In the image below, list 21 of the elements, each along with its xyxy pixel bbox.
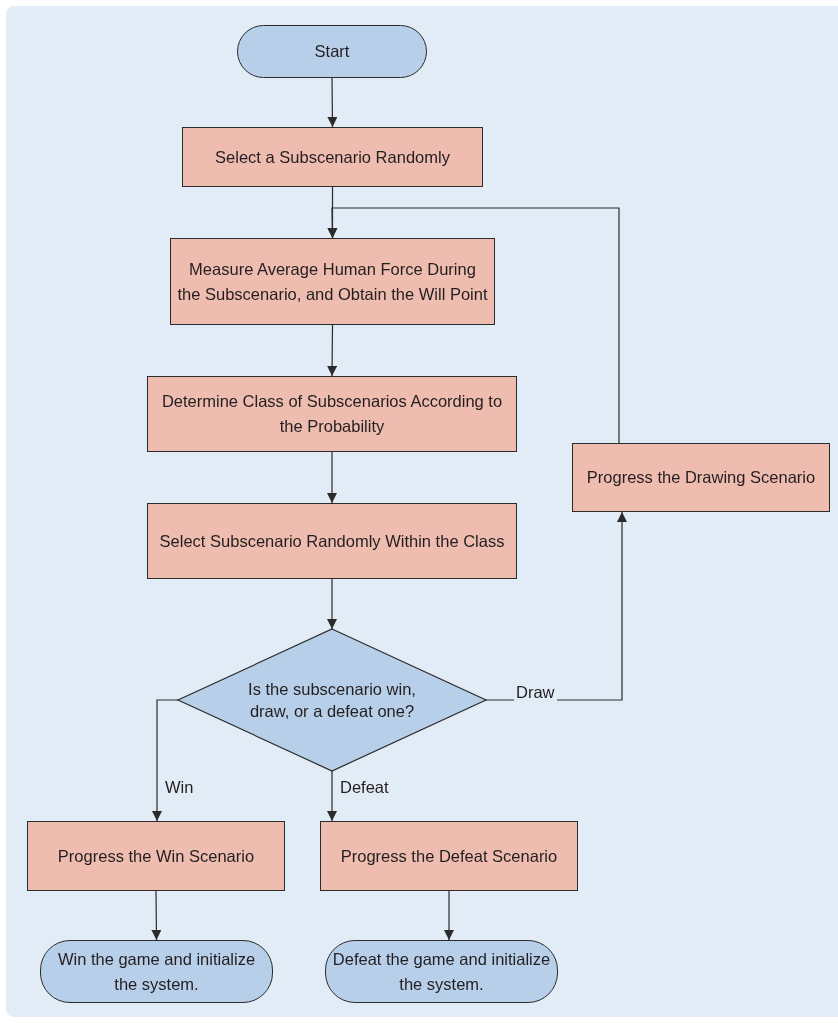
arrow xyxy=(444,890,454,941)
arrow xyxy=(151,890,162,941)
end-terminal: Win the game and initialize the system. xyxy=(40,940,273,1003)
arrow xyxy=(327,77,338,128)
process-box: Select Subscenario Randomly Within the Class xyxy=(147,503,517,579)
process-box: Progress the Drawing Scenario xyxy=(572,443,830,512)
process-box: Determine Class of Subscenarios According to the Probability xyxy=(147,376,517,452)
arrow xyxy=(327,770,337,822)
decision-diamond: Is the subscenario win, draw, or a defeat one? xyxy=(178,629,486,771)
process-box: Select a Subscenario Randomly xyxy=(182,127,483,187)
process-box: Measure Average Human Force During the Subscenario, and Obtain the Will Point xyxy=(170,238,495,325)
process-box: Progress the Win Scenario xyxy=(27,821,285,891)
arrow xyxy=(327,578,337,630)
arrow xyxy=(327,324,338,377)
edge-label: Draw xyxy=(514,683,557,703)
start-terminal: Start xyxy=(237,25,427,78)
arrow xyxy=(152,699,179,822)
arrow xyxy=(327,451,337,504)
end-terminal: Defeat the game and initialize the system. xyxy=(325,940,558,1003)
arrow xyxy=(327,207,620,444)
process-box: Progress the Defeat Scenario xyxy=(320,821,578,891)
